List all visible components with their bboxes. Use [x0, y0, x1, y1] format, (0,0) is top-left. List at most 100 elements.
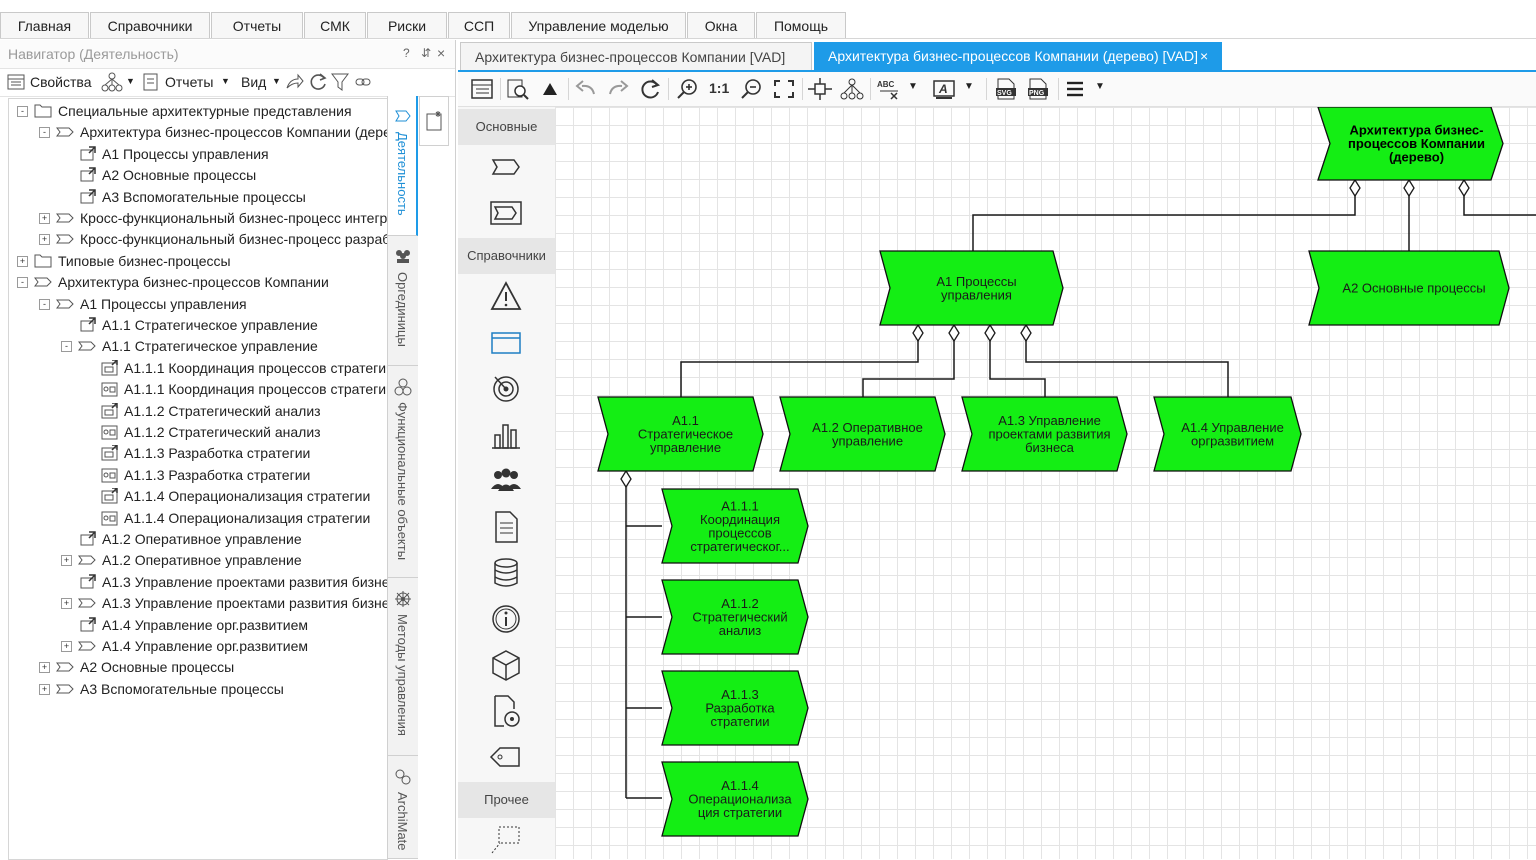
chevron-down-icon[interactable]: ▼	[272, 76, 281, 86]
menu-item-5[interactable]: ССП	[448, 12, 510, 38]
vad-subprocess-icon[interactable]	[488, 195, 524, 231]
tree-item[interactable]: А1.1.4 Операционализация стратегии	[9, 508, 387, 528]
tree-item[interactable]: +Кросс-функциональный бизнес-процесс инт…	[9, 208, 387, 228]
help-button[interactable]: ?	[403, 46, 410, 60]
database-icon[interactable]	[488, 555, 524, 591]
filter-icon[interactable]	[331, 72, 349, 92]
reports-button[interactable]: Отчеты	[165, 74, 213, 90]
export-png-icon[interactable]: PNG	[1026, 78, 1050, 100]
palette-section-directories[interactable]: Справочники	[458, 238, 555, 274]
redo-icon[interactable]	[606, 78, 630, 100]
hierarchy-icon[interactable]	[101, 72, 123, 92]
info-icon[interactable]	[488, 601, 524, 637]
menu-item-0[interactable]: Главная	[0, 12, 89, 38]
find-icon[interactable]	[506, 78, 530, 100]
tab-vad-diagram[interactable]: Архитектура бизнес-процессов Компании [V…	[460, 42, 812, 70]
menu-item-8[interactable]: Помощь	[756, 12, 846, 38]
selection-icon[interactable]	[488, 821, 524, 857]
tree-item[interactable]: +А1.3 Управление проектами развития бизн…	[9, 593, 387, 613]
tree-item[interactable]: А1.1.2 Стратегический анализ	[9, 422, 387, 442]
chevron-down-icon[interactable]: ▼	[221, 76, 230, 86]
tree-item[interactable]: А2 Основные процессы	[9, 165, 387, 185]
palette-section-other[interactable]: Прочее	[458, 782, 555, 818]
menu-item-4[interactable]: Риски	[367, 12, 447, 38]
export-svg-icon[interactable]: SVG	[994, 78, 1018, 100]
tree-item[interactable]: А1.1.3 Разработка стратегии	[9, 443, 387, 463]
chevron-down-icon[interactable]: ▼	[964, 81, 974, 92]
tree-item[interactable]: А1.1.1 Координация процессов стратегичес…	[9, 358, 387, 378]
tab-archimate[interactable]: ArchiMate	[388, 756, 418, 859]
tab-management-methods[interactable]: Методы управления	[388, 578, 418, 756]
expand-icon[interactable]: +	[61, 555, 72, 566]
chart-icon[interactable]	[488, 417, 524, 453]
target-icon[interactable]	[488, 371, 524, 407]
tree-item[interactable]: А1.3 Управление проектами развития бизне…	[9, 572, 387, 592]
palette-section-main[interactable]: Основные	[458, 109, 555, 145]
menu-item-6[interactable]: Управление моделью	[511, 12, 686, 38]
tree-item[interactable]: А1.1.3 Разработка стратегии	[9, 465, 387, 485]
view-button[interactable]: Вид	[241, 74, 266, 90]
tree-item[interactable]: +А2 Основные процессы	[9, 657, 387, 677]
tree-item[interactable]: А1.4 Управление орг.развитием	[9, 615, 387, 635]
undo-icon[interactable]	[574, 78, 598, 100]
close-navigator-button[interactable]: ×	[437, 45, 445, 61]
file-gear-icon[interactable]	[488, 693, 524, 729]
chevron-down-icon[interactable]: ▼	[1095, 81, 1105, 92]
zoom-out-icon[interactable]	[740, 78, 764, 100]
tree-item[interactable]: А1.1.2 Стратегический анализ	[9, 401, 387, 421]
tag-icon[interactable]	[488, 739, 524, 775]
text-format-icon[interactable]: A	[932, 78, 956, 100]
close-tab-icon[interactable]: ×	[1200, 42, 1208, 70]
tree-item[interactable]: А1.1 Стратегическое управление	[9, 315, 387, 335]
expand-icon[interactable]: +	[39, 234, 50, 245]
zoom-actual-size-button[interactable]: 1:1	[709, 80, 729, 96]
tree-item[interactable]: +Кросс-функциональный бизнес-процесс раз…	[9, 229, 387, 249]
pin-button[interactable]: ⇵	[421, 46, 431, 60]
menu-item-3[interactable]: СМК	[304, 12, 366, 38]
collapse-icon[interactable]: -	[39, 299, 50, 310]
expand-icon[interactable]: +	[39, 213, 50, 224]
pointer-icon[interactable]	[538, 78, 562, 100]
spellcheck-icon[interactable]: ABC	[876, 78, 904, 100]
fit-to-screen-icon[interactable]	[772, 78, 796, 100]
properties-button[interactable]: Свойства	[30, 74, 91, 90]
risk-icon[interactable]	[488, 279, 524, 315]
collapse-icon[interactable]: -	[39, 127, 50, 138]
tree-item[interactable]: А1.1.4 Операционализация стратегии	[9, 486, 387, 506]
collapse-icon[interactable]: -	[17, 277, 28, 288]
expand-icon[interactable]: +	[61, 641, 72, 652]
tree-item[interactable]: -Архитектура бизнес-процессов Компании (…	[9, 122, 387, 142]
tree-item[interactable]: А1 Процессы управления	[9, 144, 387, 164]
layout-tree-icon[interactable]	[840, 78, 864, 100]
refresh-icon[interactable]	[638, 78, 662, 100]
menu-icon[interactable]	[1064, 78, 1088, 100]
refresh-icon[interactable]	[308, 72, 328, 92]
tab-vad-tree-diagram[interactable]: Архитектура бизнес-процессов Компании (д…	[814, 42, 1222, 70]
cube-icon[interactable]	[488, 647, 524, 683]
new-item-button[interactable]	[419, 96, 449, 146]
document-icon[interactable]	[488, 509, 524, 545]
people-icon[interactable]	[488, 463, 524, 499]
tree-item[interactable]: А1.1.1 Координация процессов стратегичес…	[9, 379, 387, 399]
tree-item[interactable]: -А1 Процессы управления	[9, 294, 387, 314]
tree-item[interactable]: -А1.1 Стратегическое управление	[9, 336, 387, 356]
diagram-canvas[interactable]: Архитектура бизнес-процессов Компании(де…	[555, 107, 1536, 859]
menu-item-7[interactable]: Окна	[687, 12, 755, 38]
menu-item-2[interactable]: Отчеты	[211, 12, 303, 38]
tab-org-units[interactable]: Оргединицы	[388, 236, 418, 366]
collapse-icon[interactable]: -	[17, 106, 28, 117]
properties-icon[interactable]	[470, 78, 494, 100]
tab-functional-objects[interactable]: Функциональные объекты	[388, 366, 418, 578]
tree-item[interactable]: А3 Вспомогательные процессы	[9, 187, 387, 207]
tree-item[interactable]: +А3 Вспомогательные процессы	[9, 679, 387, 699]
expand-icon[interactable]: +	[39, 684, 50, 695]
menu-item-1[interactable]: Справочники	[90, 12, 210, 38]
tree-item[interactable]: А1.2 Оперативное управление	[9, 529, 387, 549]
expand-icon[interactable]: +	[39, 662, 50, 673]
tab-activity[interactable]: Деятельность	[388, 96, 418, 236]
tree-item[interactable]: +Типовые бизнес-процессы	[9, 251, 387, 271]
chevron-down-icon[interactable]: ▼	[908, 81, 918, 92]
tree-item[interactable]: +А1.4 Управление орг.развитием	[9, 636, 387, 656]
window-icon[interactable]	[488, 325, 524, 361]
expand-icon[interactable]: +	[17, 256, 28, 267]
